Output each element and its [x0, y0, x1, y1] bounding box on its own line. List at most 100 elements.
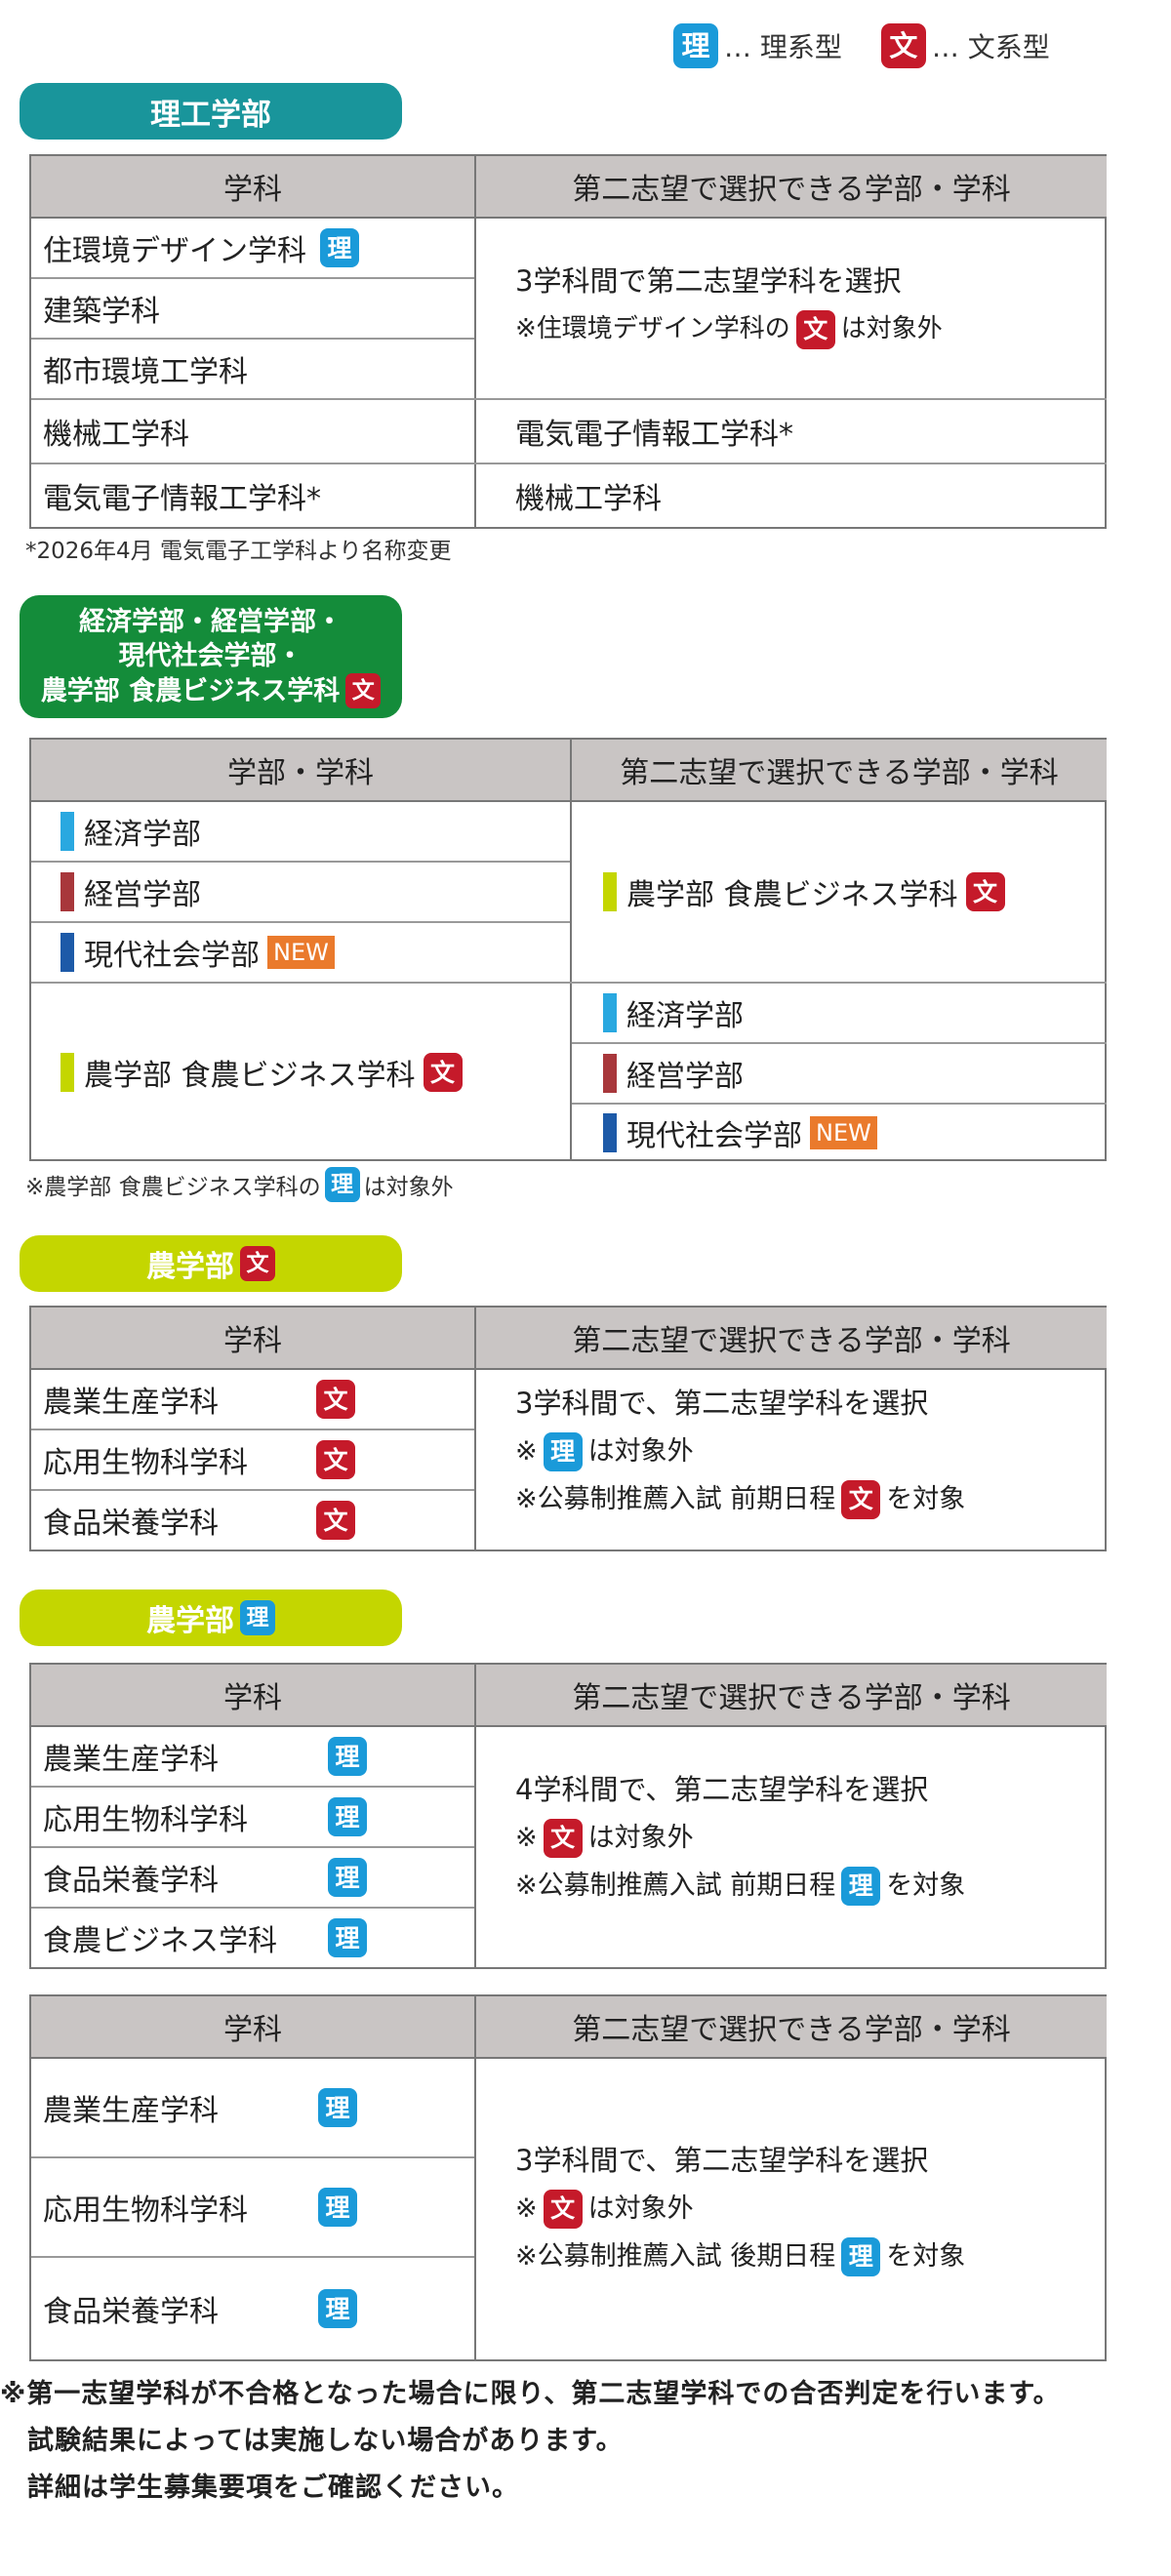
- s4-line-2a: ※: [515, 1823, 538, 1853]
- s3-tag-label: 農学部: [146, 1250, 234, 1284]
- agri-color-bar: [61, 1053, 74, 1092]
- social-color-bar: [603, 1113, 617, 1152]
- bun-badge: 文: [316, 1501, 355, 1540]
- s5-line-1: 3学科間で、第二志望学科を選択: [515, 2144, 929, 2177]
- s3-head-left: 学科: [31, 1308, 474, 1368]
- ri-legend-label: … 理系型: [724, 31, 842, 63]
- s5-head-right: 第二志望で選択できる学部・学科: [476, 1996, 1107, 2057]
- ri-badge: 理: [543, 1431, 583, 1471]
- s2-right-mgmt: 経営学部: [603, 1044, 744, 1103]
- social-color-bar: [61, 933, 74, 972]
- s2-social-label: 現代社会学部: [84, 939, 260, 973]
- s3-line-1: 3学科間で、第二志望学科を選択: [515, 1387, 929, 1420]
- s2-econ-label: 経済学部: [84, 818, 201, 852]
- s5-head-left-label: 学科: [223, 2013, 282, 2047]
- mgmt-color-bar: [61, 872, 74, 911]
- s2-tag-line-1: 経済学部・経営学部・: [79, 607, 343, 637]
- ri-badge: 理: [841, 1866, 881, 1906]
- econ-color-bar: [61, 812, 74, 851]
- s1-right-row-4: 電気電子情報工学科*: [515, 400, 793, 463]
- s4-head-right: 第二志望で選択できる学部・学科: [476, 1665, 1107, 1725]
- s5-line-3a: ※公募制推薦入試 後期日程: [515, 2241, 836, 2272]
- s1-row-5-label: 電気電子情報工学科*: [43, 482, 321, 516]
- s1-row-2: 建築学科: [43, 279, 160, 338]
- ri-badge: 理: [320, 228, 359, 267]
- s2-row-econ: 経済学部: [61, 802, 201, 861]
- s4-head-right-label: 第二志望で選択できる学部・学科: [572, 1681, 1011, 1715]
- s2-row-mgmt: 経営学部: [61, 863, 201, 921]
- s1-row-3-label: 都市環境工学科: [43, 355, 248, 389]
- footer-notes: ※第一志望学科が不合格となった場合に限り、第二志望学科での合否判定を行います。 …: [0, 2371, 1061, 2512]
- s1-right-note-b: は対象外: [840, 314, 943, 343]
- bun-badge: 文: [965, 872, 1005, 911]
- agri-color-bar: [603, 872, 617, 911]
- s1-row-4-label: 機械工学科: [43, 418, 189, 452]
- s2-right-social-label: 現代社会学部: [626, 1119, 802, 1153]
- s4-tag-label: 農学部: [146, 1604, 234, 1638]
- ri-badge: 理: [328, 1797, 367, 1836]
- s1-right-main: 3学科間で第二志望学科を選択: [515, 264, 902, 298]
- s3-line-3a: ※公募制推薦入試 前期日程: [515, 1484, 836, 1514]
- ri-badge: 理: [673, 23, 718, 68]
- s5-row-2-label: 応用生物科学科: [43, 2194, 248, 2228]
- footer-line-2: 試験結果によっては実施しない場合があります。: [27, 2426, 624, 2456]
- s1-tag: 理工学部: [20, 83, 402, 140]
- footer-line-3: 詳細は学生募集要項をご確認ください。: [27, 2473, 519, 2503]
- bun-badge: 文: [316, 1380, 355, 1419]
- bun-badge: 文: [841, 1479, 881, 1519]
- s2-footnote-b: は対象外: [363, 1175, 454, 1200]
- s3-head-left-label: 学科: [223, 1324, 282, 1358]
- s4-right-desc: 4学科間で、第二志望学科を選択 ※文は対象外 ※公募制推薦入試 前期日程理を対象: [515, 1766, 965, 1910]
- s4-row-3-label: 食品栄養学科: [43, 1864, 219, 1898]
- s4-line-2b: は対象外: [587, 1823, 694, 1853]
- s2-row-agri: 農学部 食農ビジネス学科文: [61, 984, 463, 1161]
- s5-row-3: 食品栄養学科理: [43, 2258, 472, 2359]
- s4-table: 学科 第二志望で選択できる学部・学科 農業生産学科理 応用生物科学科理 食品栄養…: [29, 1663, 1107, 1969]
- s2-mgmt-label: 経営学部: [84, 878, 201, 912]
- s3-row-2: 応用生物科学科文: [43, 1430, 472, 1489]
- s1-right-row-5-label: 機械工学科: [515, 482, 662, 516]
- ri-badge: 理: [328, 1858, 367, 1897]
- s1-right-desc: 3学科間で第二志望学科を選択 ※住環境デザイン学科の文は対象外: [515, 258, 943, 353]
- s4-row-2-label: 応用生物科学科: [43, 1803, 248, 1837]
- new-badge: NEW: [810, 1116, 877, 1149]
- s3-right-desc: 3学科間で、第二志望学科を選択 ※理は対象外 ※公募制推薦入試 前期日程文を対象: [515, 1380, 965, 1523]
- s4-line-3a: ※公募制推薦入試 前期日程: [515, 1871, 836, 1901]
- bun-badge: 文: [240, 1246, 275, 1281]
- s1-footnote-text: *2026年4月 電気電子工学科より名称変更: [25, 539, 452, 564]
- econ-color-bar: [603, 993, 617, 1032]
- s3-line-2a: ※: [515, 1436, 538, 1467]
- s1-right-row-5: 機械工学科: [515, 464, 662, 527]
- s2-head-right-label: 第二志望で選択できる学部・学科: [620, 756, 1059, 790]
- footer-line-1: ※第一志望学科が不合格となった場合に限り、第二志望学科での合否判定を行います。: [0, 2379, 1061, 2409]
- s1-head-left-label: 学科: [223, 173, 282, 207]
- s1-right-note-a: ※住環境デザイン学科の: [515, 314, 790, 343]
- s1-row-4: 機械工学科: [43, 400, 189, 463]
- s4-row-1-label: 農業生産学科: [43, 1743, 219, 1777]
- s2-agri-label: 農学部 食農ビジネス学科: [84, 1059, 416, 1093]
- s5-row-3-label: 食品栄養学科: [43, 2295, 219, 2329]
- s4-row-4-label: 食農ビジネス学科: [43, 1924, 277, 1958]
- s1-row-1: 住環境デザイン学科 理: [43, 219, 359, 277]
- s5-row-2: 応用生物科学科理: [43, 2158, 472, 2256]
- s2-right-agri: 農学部 食農ビジネス学科文: [603, 802, 1005, 982]
- s3-row-1-label: 農業生産学科: [43, 1386, 219, 1420]
- s2-right-mgmt-label: 経営学部: [626, 1060, 744, 1094]
- s5-head-left: 学科: [31, 1996, 474, 2057]
- s2-right-econ: 経済学部: [603, 984, 744, 1042]
- s5-row-1: 農業生産学科理: [43, 2059, 472, 2156]
- bun-badge: 文: [880, 23, 926, 68]
- s2-right-agri-label: 農学部 食農ビジネス学科: [626, 878, 958, 912]
- s3-row-1: 農業生産学科 文: [43, 1370, 472, 1429]
- bun-badge: 文: [345, 673, 382, 708]
- s2-head-left-label: 学部・学科: [227, 756, 374, 790]
- s4-row-2: 応用生物科学科 理: [43, 1788, 472, 1846]
- s4-tag: 農学部理: [20, 1590, 402, 1646]
- bun-badge: 文: [423, 1053, 463, 1092]
- s3-line-2b: は対象外: [587, 1436, 694, 1467]
- s5-line-3b: を対象: [886, 2241, 966, 2272]
- ri-badge: 理: [318, 2088, 357, 2127]
